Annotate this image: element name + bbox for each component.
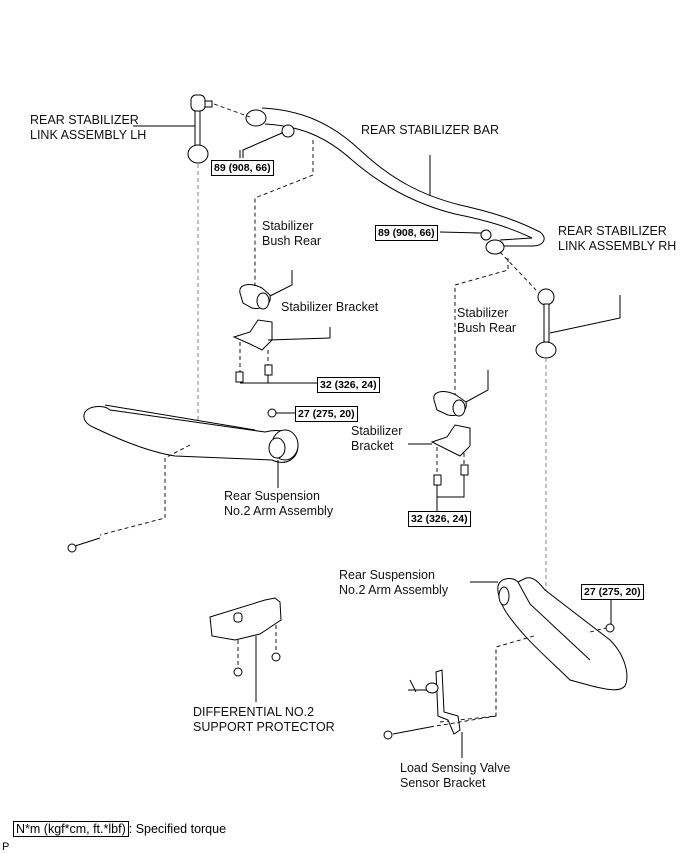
label-protector: DIFFERENTIAL NO.2 SUPPORT PROTECTOR [193, 705, 335, 735]
rear-suspension-arm-left [67, 404, 299, 553]
legend-description: : Specified torque [128, 822, 227, 836]
rear-stabilizer-bar [245, 107, 545, 255]
load-sensing-valve-sensor-bracket [383, 669, 497, 758]
label-bush-rear-left-line1: Stabilizer [262, 219, 314, 233]
label-bracket-right: Stabilizer Bracket [351, 424, 402, 454]
label-bush-rear-right-line2: Bush Rear [457, 321, 517, 335]
label-protector-line1: DIFFERENTIAL NO.2 [193, 705, 315, 719]
stabilizer-bush-rear-left [239, 270, 293, 310]
bolt-left-1 [235, 371, 244, 383]
label-arm-right: Rear Suspension No.2 Arm Assembly [339, 568, 448, 598]
torque-legend: N*m (kgf*cm, ft.*lbf): Specified torque [13, 821, 227, 837]
label-bush-rear-right: Stabilizer Bush Rear [457, 306, 516, 336]
label-arm-right-line2: No.2 Arm Assembly [339, 583, 449, 597]
nut-rh [480, 229, 492, 241]
torque-bracket-left-bolts: 32 (326, 24) [317, 377, 380, 393]
label-arm-left: Rear Suspension No.2 Arm Assembly [224, 489, 333, 519]
label-load-sensing-line1: Load Sensing Valve [400, 761, 511, 775]
stabilizer-bracket-right [408, 424, 471, 511]
label-arm-left-line1: Rear Suspension [224, 489, 320, 503]
bolt-right-1 [433, 474, 442, 486]
label-load-sensing-line2: Sensor Bracket [400, 776, 486, 790]
differential-support-protector [209, 597, 282, 702]
label-bush-rear-right-line1: Stabilizer [457, 306, 509, 320]
nut-lh [281, 124, 295, 138]
bar-end-right [485, 239, 505, 255]
label-bush-rear-left: Stabilizer Bush Rear [262, 219, 321, 249]
bolt-right-2 [460, 464, 469, 476]
bolt-load-sensing [383, 730, 393, 740]
torque-arm-right-nut: 27 (275, 20) [581, 584, 644, 600]
stabilizer-bracket-left [232, 319, 331, 384]
label-stabilizer-bar: REAR STABILIZER BAR [361, 123, 499, 137]
label-bracket-left: Stabilizer Bracket [281, 300, 379, 314]
stabilizer-link-rh [439, 229, 621, 610]
legend-unit-box: N*m (kgf*cm, ft.*lbf) [13, 821, 129, 837]
nut-protector-2 [271, 652, 281, 662]
nut-protector-1 [233, 667, 243, 677]
label-link-lh: REAR STABILIZER LINK ASSEMBLY LH [30, 113, 146, 143]
label-load-sensing: Load Sensing Valve Sensor Bracket [400, 761, 510, 791]
nut-arm-left [267, 408, 277, 418]
bolt-left-2 [264, 364, 273, 376]
torque-link-rh-nut: 89 (908, 66) [375, 225, 438, 241]
label-bracket-right-line2: Bracket [351, 439, 394, 453]
label-link-rh: REAR STABILIZER LINK ASSEMBLY RH [558, 224, 676, 254]
label-bracket-right-line1: Stabilizer [351, 424, 403, 438]
nut-arm-right [605, 623, 615, 633]
label-link-rh-line1: REAR STABILIZER [558, 224, 667, 238]
label-arm-right-line1: Rear Suspension [339, 568, 435, 582]
label-link-lh-line1: REAR STABILIZER [30, 113, 139, 127]
rear-suspension-arm-right [439, 577, 628, 723]
bolt-arm-left [67, 543, 77, 553]
torque-link-lh-nut: 89 (908, 66) [211, 160, 274, 176]
torque-bracket-right-bolts: 32 (326, 24) [408, 511, 471, 527]
label-bush-rear-left-line2: Bush Rear [262, 234, 322, 248]
stabilizer-link-lh [133, 94, 251, 420]
stabilizer-bush-rear-right [433, 370, 489, 417]
label-protector-line2: SUPPORT PROTECTOR [193, 720, 335, 734]
label-link-rh-line2: LINK ASSEMBLY RH [558, 239, 677, 253]
label-arm-left-line2: No.2 Arm Assembly [224, 504, 334, 518]
torque-arm-left-nut: 27 (275, 20) [295, 406, 358, 422]
label-link-lh-line2: LINK ASSEMBLY LH [30, 128, 147, 142]
bar-end-left [245, 109, 267, 127]
corner-mark: P [2, 841, 10, 853]
